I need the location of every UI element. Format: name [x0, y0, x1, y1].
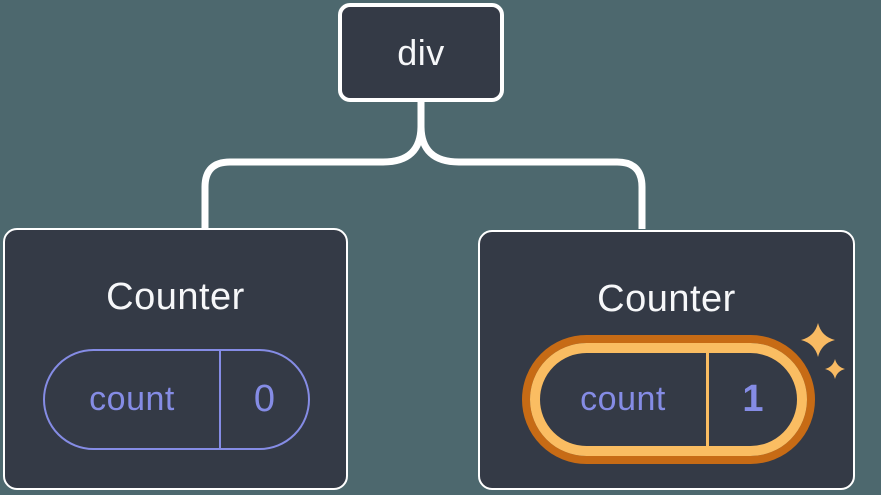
connector-right-branch — [417, 100, 646, 229]
state-pill-highlighted: count 1 — [530, 343, 807, 456]
state-key-label: count — [89, 380, 175, 418]
state-value-label: 1 — [742, 378, 764, 420]
sparkle-large — [801, 323, 835, 357]
state-key-label: count — [580, 380, 666, 418]
counter-node-right: Counter count 1 — [478, 230, 855, 490]
sparkle-small — [825, 359, 845, 379]
state-pill: count 0 — [43, 349, 310, 450]
counter-title: Counter — [597, 278, 736, 320]
counter-node-left: Counter count 0 — [3, 228, 348, 490]
state-key-cell: count — [540, 353, 709, 446]
connector-left-branch — [201, 100, 425, 229]
state-value-label: 0 — [253, 378, 276, 420]
root-node-label: div — [397, 31, 445, 73]
root-node-div: div — [338, 3, 504, 102]
state-value-cell: 0 — [221, 351, 308, 448]
state-value-cell: 1 — [709, 353, 797, 446]
state-key-cell: count — [45, 351, 221, 448]
counter-title: Counter — [106, 276, 245, 318]
state-pill-highlight-ring: count 1 — [522, 335, 815, 464]
